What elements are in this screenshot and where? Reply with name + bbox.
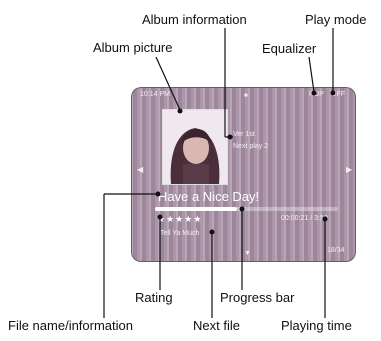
clock: 10:14 PM [140,91,170,98]
label-rating: Rating [135,290,173,305]
next-file-name: Tell Ya Much [160,230,200,237]
label-album-information: Album information [142,12,247,27]
rating-star-icon: ★ [184,214,194,224]
label-equalizer: Equalizer [262,41,317,56]
album-picture-image [163,110,227,184]
down-arrow-icon: ▼ [244,250,251,257]
status-icon: ■ [244,93,248,99]
label-next-file: Next file [193,318,240,333]
progress-bar-fill [155,207,238,211]
rating-star-icon: ★ [193,214,203,224]
playing-time: 00:00:21 / 3:50 [281,215,328,222]
rating-star-icon: ★ [157,214,167,224]
equalizer-mode: POP [309,91,324,98]
rating-star-icon: ★ [166,214,176,224]
rating-star-icon: ★ [175,214,185,224]
label-album-picture: Album picture [93,40,173,55]
label-progress-bar: Progress bar [220,290,295,305]
label-playing-time: Playing time [281,318,352,333]
album-picture [162,109,228,185]
previous-arrow-icon: ◀ [137,165,144,174]
album-line: Next play 2 [233,143,269,150]
artist-line: Ver 1st [233,131,255,138]
track-counter: 18/34 [327,247,345,254]
label-file-name-information: File name/information [8,318,133,333]
song-title: Have a Nice Day! [158,189,260,204]
next-arrow-icon: ▶ [346,165,353,174]
play-mode-value: OFF [331,91,345,98]
label-play-mode: Play mode [305,12,367,27]
rating-stars: ★★★★★ [157,214,202,225]
progress-bar [155,207,338,211]
